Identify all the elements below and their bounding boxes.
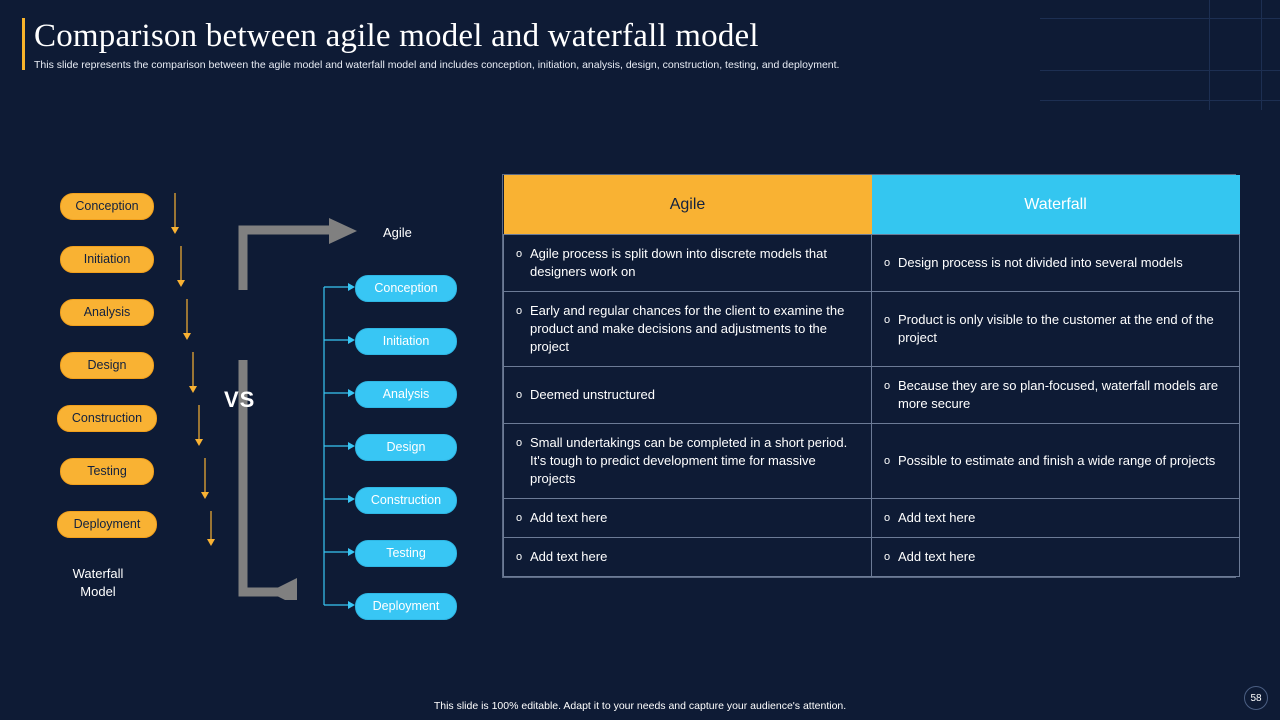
- cell-text: Add text here: [898, 510, 976, 525]
- comparison-table: Agile Waterfall o Agile process is split …: [502, 174, 1240, 578]
- cell-text: Possible to estimate and finish a wide r…: [898, 453, 1216, 468]
- agile-connector-tree: [323, 283, 355, 609]
- bullet-icon: o: [884, 380, 891, 392]
- bullet-icon: o: [516, 512, 523, 524]
- bullet-icon: o: [884, 455, 891, 467]
- bullet-icon: o: [884, 257, 891, 269]
- cell-waterfall-5[interactable]: o Add text here: [871, 498, 1240, 538]
- waterfall-step-initiation[interactable]: Initiation: [60, 246, 154, 273]
- agile-step-construction[interactable]: Construction: [355, 487, 457, 514]
- cell-waterfall-3: o Because they are so plan-focused, water…: [871, 366, 1240, 424]
- page-title: Comparison between agile model and water…: [34, 18, 759, 54]
- cell-waterfall-4: o Possible to estimate and finish a wide …: [871, 423, 1240, 499]
- cell-agile-3: o Deemed unstructured: [503, 366, 872, 424]
- table-header-waterfall: Waterfall: [871, 175, 1240, 235]
- waterfall-step-conception[interactable]: Conception: [60, 193, 154, 220]
- cell-waterfall-1: o Design process is not divided into seve…: [871, 234, 1240, 292]
- waterfall-flow-arrow: [238, 360, 297, 600]
- agile-step-conception[interactable]: Conception: [355, 275, 457, 302]
- bullet-icon: o: [516, 248, 523, 260]
- cell-agile-6[interactable]: o Add text here: [503, 537, 872, 577]
- table-row: o Small undertakings can be completed in …: [503, 423, 1240, 499]
- waterfall-step-testing[interactable]: Testing: [60, 458, 154, 485]
- title-block: Comparison between agile model and water…: [22, 14, 839, 72]
- footer-note: This slide is 100% editable. Adapt it to…: [433, 700, 847, 712]
- waterfall-step-construction[interactable]: Construction: [57, 405, 157, 432]
- table-row: o Agile process is split down into discre…: [503, 234, 1240, 292]
- page-subtitle: This slide represents the comparison bet…: [34, 59, 840, 71]
- bullet-icon: o: [516, 305, 523, 317]
- decorative-grid: [1040, 0, 1280, 110]
- agile-step-design[interactable]: Design: [355, 434, 457, 461]
- cell-text: Deemed unstructured: [530, 387, 656, 402]
- cell-waterfall-2: o Product is only visible to the customer…: [871, 291, 1240, 367]
- agile-step-initiation[interactable]: Initiation: [355, 328, 457, 355]
- waterfall-connector-arrows: [171, 193, 215, 546]
- agile-step-testing[interactable]: Testing: [355, 540, 457, 567]
- cell-agile-2: o Early and regular chances for the clien…: [503, 291, 872, 367]
- page-number-badge: 58: [1244, 686, 1268, 710]
- bullet-icon: o: [516, 389, 523, 401]
- waterfall-label-line2: Model: [80, 584, 116, 599]
- agile-diagram-label: Agile: [383, 225, 412, 240]
- comparison-diagram: VS Agile Waterfall Model Conception Init…: [0, 165, 480, 645]
- cell-agile-1: o Agile process is split down into discre…: [503, 234, 872, 292]
- bullet-icon: o: [516, 437, 523, 449]
- waterfall-diagram-label: Waterfall Model: [58, 565, 138, 601]
- agile-step-analysis[interactable]: Analysis: [355, 381, 457, 408]
- cell-agile-5[interactable]: o Add text here: [503, 498, 872, 538]
- bullet-icon: o: [884, 314, 891, 326]
- table-header-agile: Agile: [503, 175, 872, 235]
- cell-text: Early and regular chances for the client…: [530, 303, 845, 354]
- bullet-icon: o: [884, 512, 891, 524]
- table-header-row: Agile Waterfall: [503, 175, 1240, 235]
- waterfall-step-analysis[interactable]: Analysis: [60, 299, 154, 326]
- table-row: o Early and regular chances for the clien…: [503, 291, 1240, 367]
- cell-text: Add text here: [530, 549, 608, 564]
- cell-text: Small undertakings can be completed in a…: [530, 435, 848, 486]
- cell-text: Add text here: [898, 549, 976, 564]
- cell-text: Because they are so plan-focused, waterf…: [898, 378, 1219, 411]
- bullet-icon: o: [884, 551, 891, 563]
- waterfall-label-line1: Waterfall: [72, 566, 124, 581]
- title-accent-bar: [22, 18, 25, 70]
- waterfall-step-deployment[interactable]: Deployment: [57, 511, 157, 538]
- cell-text: Design process is not divided into sever…: [898, 255, 1183, 270]
- agile-step-deployment[interactable]: Deployment: [355, 593, 457, 620]
- agile-flow-arrow: [238, 218, 357, 290]
- cell-agile-4: o Small undertakings can be completed in …: [503, 423, 872, 499]
- cell-waterfall-6[interactable]: o Add text here: [871, 537, 1240, 577]
- cell-text: Product is only visible to the customer …: [898, 312, 1214, 345]
- vs-label: VS: [224, 387, 256, 412]
- cell-text: Add text here: [530, 510, 608, 525]
- waterfall-step-design[interactable]: Design: [60, 352, 154, 379]
- cell-text: Agile process is split down into discret…: [530, 246, 827, 279]
- bullet-icon: o: [516, 551, 523, 563]
- table-row: o Add text here o Add text here: [503, 498, 1240, 538]
- table-row: o Add text here o Add text here: [503, 537, 1240, 577]
